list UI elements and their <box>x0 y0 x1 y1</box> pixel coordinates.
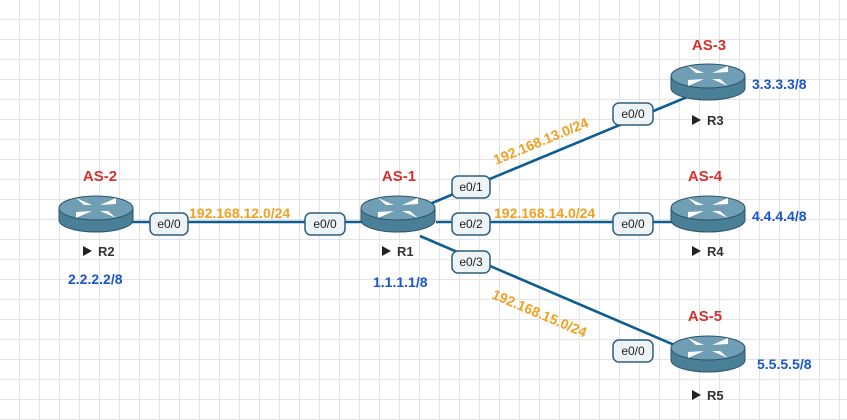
router-icon[interactable] <box>360 195 436 233</box>
interface-r1-e03[interactable]: e0/3 <box>451 250 491 274</box>
as-label-r1: AS-1 <box>382 168 416 185</box>
svg-text:e0/3: e0/3 <box>459 255 483 269</box>
interface-r1-e00[interactable]: e0/0 <box>304 212 346 236</box>
as-label-r2: AS-2 <box>83 168 117 185</box>
router-r1[interactable]: AS-1 R1 1.1.1.1/8 <box>360 168 436 290</box>
interface-r4-e00[interactable]: e0/0 <box>612 212 654 236</box>
svg-text:e0/0: e0/0 <box>157 217 181 231</box>
router-name-r2: R2 <box>98 244 115 259</box>
as-label-r4: AS-4 <box>688 168 723 185</box>
as-label-r3: AS-3 <box>692 37 726 54</box>
router-r5[interactable]: AS-5 R5 5.5.5.5/8 <box>670 308 812 403</box>
interface-r1-e02[interactable]: e0/2 <box>451 212 491 236</box>
loopback-r5: 5.5.5.5/8 <box>757 356 812 372</box>
play-triangle-icon <box>382 246 391 256</box>
router-icon[interactable] <box>670 63 746 101</box>
as-label-r5: AS-5 <box>688 308 722 325</box>
play-triangle-icon <box>692 390 701 400</box>
svg-text:e0/0: e0/0 <box>621 344 645 358</box>
play-triangle-icon <box>83 246 92 256</box>
router-icon[interactable] <box>670 195 746 233</box>
interface-r5-e00[interactable]: e0/0 <box>612 339 654 363</box>
router-name-r4: R4 <box>707 244 724 259</box>
interface-r2-e00[interactable]: e0/0 <box>149 212 189 236</box>
subnet-label-r2-r1: 192.168.12.0/24 <box>189 205 290 221</box>
loopback-r3: 3.3.3.3/8 <box>752 76 807 92</box>
svg-text:e0/2: e0/2 <box>459 217 483 231</box>
router-name-r1: R1 <box>397 244 414 259</box>
svg-text:e0/1: e0/1 <box>459 180 483 194</box>
svg-text:e0/0: e0/0 <box>313 217 337 231</box>
interface-r3-e00[interactable]: e0/0 <box>612 102 654 126</box>
loopback-r2: 2.2.2.2/8 <box>68 271 123 287</box>
router-r2[interactable]: AS-2 R2 2.2.2.2/8 <box>58 168 134 287</box>
router-r4[interactable]: AS-4 R4 4.4.4.4/8 <box>670 168 807 259</box>
play-triangle-icon <box>692 115 701 125</box>
subnet-label-r1-r3: 192.168.13.0/24 <box>491 114 591 168</box>
interface-r1-e01[interactable]: e0/1 <box>451 175 491 199</box>
svg-text:e0/0: e0/0 <box>621 217 645 231</box>
loopback-r1: 1.1.1.1/8 <box>373 274 428 290</box>
router-icon[interactable] <box>670 335 746 373</box>
svg-text:e0/0: e0/0 <box>621 107 645 121</box>
router-name-r5: R5 <box>707 388 724 403</box>
router-r3[interactable]: AS-3 R3 3.3.3.3/8 <box>670 37 807 128</box>
play-triangle-icon <box>692 246 701 256</box>
loopback-r4: 4.4.4.4/8 <box>752 208 807 224</box>
router-icon[interactable] <box>58 195 134 233</box>
subnet-label-r1-r5: 192.168.15.0/24 <box>490 286 590 340</box>
subnet-label-r1-r4: 192.168.14.0/24 <box>494 205 595 221</box>
router-name-r3: R3 <box>707 113 724 128</box>
